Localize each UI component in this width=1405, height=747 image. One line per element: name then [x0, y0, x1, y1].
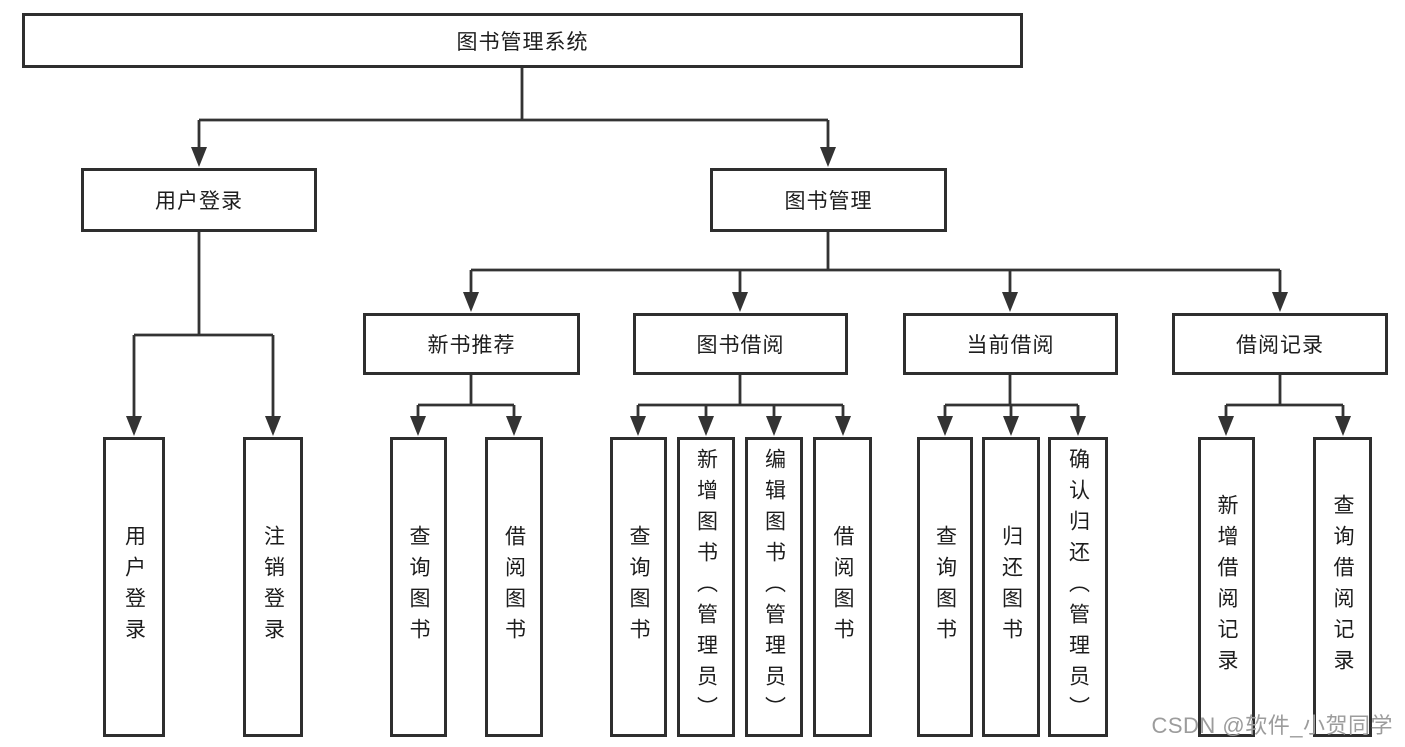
- leaf-records-add-record: 新增借阅记录: [1198, 437, 1255, 737]
- node-root-system: 图书管理系统: [22, 13, 1023, 68]
- leaf-recommend-borrow-books: 借阅图书: [485, 437, 543, 737]
- leaf-current-return-books: 归还图书: [982, 437, 1040, 737]
- node-user-login-branch: 用户登录: [81, 168, 317, 232]
- leaf-borrowing-query-books: 查询图书: [610, 437, 667, 737]
- leaf-borrowing-add-books-admin: 新增图书（管理员）: [677, 437, 735, 737]
- leaf-borrowing-borrow-books: 借阅图书: [813, 437, 872, 737]
- leaf-user-login: 用户登录: [103, 437, 165, 737]
- arrowheads: [126, 147, 1351, 436]
- node-new-book-recommend: 新书推荐: [363, 313, 580, 375]
- leaf-current-confirm-return-admin: 确认归还（管理员）: [1048, 437, 1108, 737]
- node-borrowing-records: 借阅记录: [1172, 313, 1388, 375]
- leaf-current-query-books: 查询图书: [917, 437, 973, 737]
- node-book-borrowing: 图书借阅: [633, 313, 848, 375]
- leaf-recommend-query-books: 查询图书: [390, 437, 447, 737]
- leaf-user-logout: 注销登录: [243, 437, 303, 737]
- csdn-watermark: CSDN @软件_小贺同学: [1151, 713, 1393, 738]
- node-book-management-branch: 图书管理: [710, 168, 947, 232]
- leaf-borrowing-edit-books-admin: 编辑图书（管理员）: [745, 437, 803, 737]
- node-current-borrowing: 当前借阅: [903, 313, 1118, 375]
- leaf-records-query-record: 查询借阅记录: [1313, 437, 1372, 737]
